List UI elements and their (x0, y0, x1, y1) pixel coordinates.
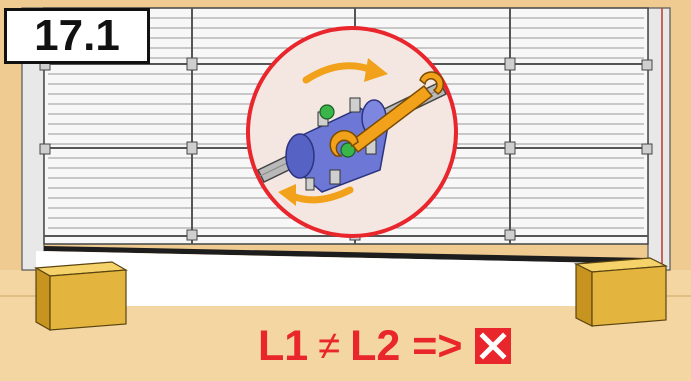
formula-right: L2 => (350, 322, 462, 371)
formula-left: L1 (258, 322, 308, 371)
red-cross-icon (475, 328, 511, 364)
step-number: 17.1 (34, 11, 120, 61)
detail-zoom-circle (248, 28, 456, 236)
step-number-label: 17.1 (4, 8, 150, 64)
level-check-formula: L1 ≠ L2 => (258, 316, 511, 376)
left-support-block (36, 262, 126, 330)
right-support-block (576, 258, 666, 326)
set-screw-green-icon (320, 105, 334, 119)
right-frame-post (648, 8, 670, 270)
not-equal-symbol: ≠ (318, 324, 340, 369)
